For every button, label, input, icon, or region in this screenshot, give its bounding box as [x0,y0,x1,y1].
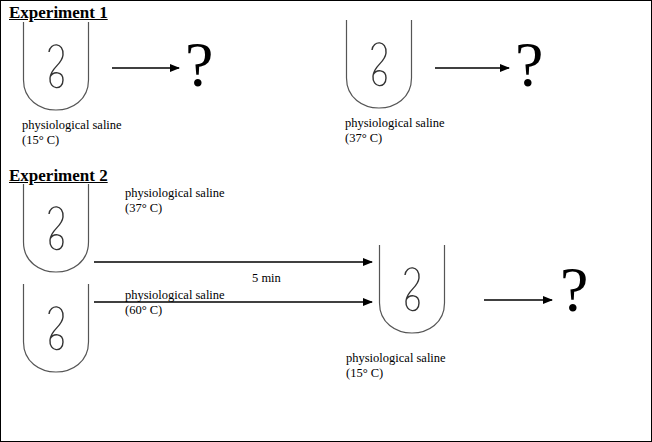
time-label: 5 min [252,271,281,286]
beaker-node: physiological saline (15° C) [22,22,136,150]
solution-label: physiological saline (15° C) [346,351,458,381]
arrow-connector [435,67,509,68]
arrow-connector [112,67,179,68]
beaker-icon [345,20,413,110]
question-mark: ? [560,255,588,325]
beaker-node: physiological saline (37° C) [22,184,307,276]
beaker-node: physiological saline (15° C) [346,245,460,383]
beaker-icon [22,184,90,274]
beaker-icon [378,245,446,335]
question-mark: ? [185,30,213,100]
arrow-connector [484,299,552,300]
solution-label: physiological saline (15° C) [22,118,134,148]
question-mark: ? [515,30,543,100]
result-mark: ? [185,30,216,102]
section-heading: Experiment 2 [9,166,108,186]
result-mark: ? [560,255,591,327]
solution-label: physiological saline (37° C) [345,116,457,146]
arrow-connector [94,261,372,262]
beaker-node: physiological saline (37° C) [345,20,459,148]
beaker-icon [22,284,90,374]
result-mark: ? [515,30,546,102]
beaker-node: physiological saline (60° C) [22,284,307,376]
solution-label: physiological saline (60° C) [125,288,237,318]
section-heading: Experiment 1 [9,3,108,23]
solution-label: physiological saline (37° C) [125,186,237,216]
beaker-icon [22,22,90,112]
